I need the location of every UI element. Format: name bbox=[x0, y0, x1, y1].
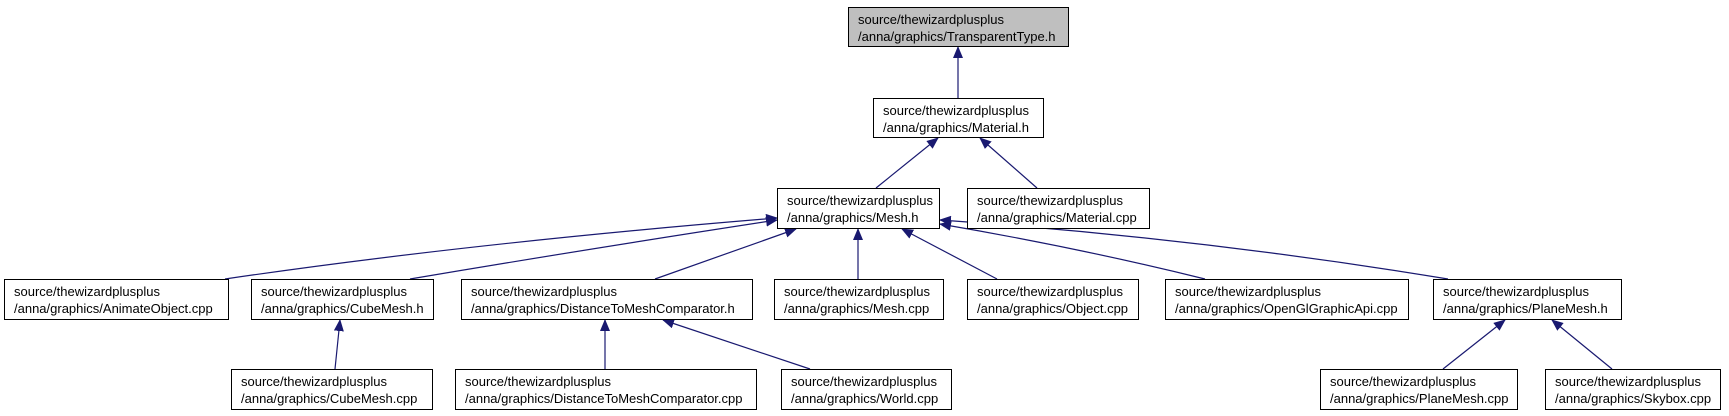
edge-cube-mesh-cpp-to-cube-mesh-h bbox=[333, 319, 344, 370]
edge-mesh-h-to-material-h bbox=[875, 137, 939, 189]
node-path-line: source/thewizardplusplus bbox=[1555, 374, 1701, 389]
node-path-line: /anna/graphics/Object.cpp bbox=[977, 301, 1129, 316]
edge-cube-mesh-h-to-mesh-h bbox=[409, 216, 778, 280]
node-distance-to-mesh-comparator-h[interactable]: source/thewizardplusplus /anna/graphics/… bbox=[461, 279, 753, 320]
node-path-line: source/thewizardplusplus bbox=[883, 103, 1029, 118]
node-path-line: /anna/graphics/CubeMesh.h bbox=[261, 301, 424, 316]
edge-distance-comparator-h-to-mesh-h bbox=[654, 227, 797, 280]
node-path-line: source/thewizardplusplus bbox=[791, 374, 937, 389]
node-path-line: /anna/graphics/World.cpp bbox=[791, 391, 939, 406]
node-path-line: source/thewizardplusplus bbox=[14, 284, 160, 299]
node-mesh-cpp[interactable]: source/thewizardplusplus /anna/graphics/… bbox=[774, 279, 944, 320]
node-plane-mesh-cpp[interactable]: source/thewizardplusplus /anna/graphics/… bbox=[1320, 369, 1518, 410]
node-cube-mesh-h[interactable]: source/thewizardplusplus /anna/graphics/… bbox=[251, 279, 434, 320]
node-object-cpp[interactable]: source/thewizardplusplus /anna/graphics/… bbox=[967, 279, 1139, 320]
node-plane-mesh-h[interactable]: source/thewizardplusplus /anna/graphics/… bbox=[1433, 279, 1622, 320]
node-world-cpp[interactable]: source/thewizardplusplus /anna/graphics/… bbox=[781, 369, 952, 410]
node-path-line: source/thewizardplusplus bbox=[784, 284, 930, 299]
node-opengl-graphic-api-cpp[interactable]: source/thewizardplusplus /anna/graphics/… bbox=[1165, 279, 1409, 320]
node-path-line: source/thewizardplusplus bbox=[261, 284, 407, 299]
node-path-line: /anna/graphics/OpenGlGraphicApi.cpp bbox=[1175, 301, 1398, 316]
node-cube-mesh-cpp[interactable]: source/thewizardplusplus /anna/graphics/… bbox=[231, 369, 433, 410]
node-material-h[interactable]: source/thewizardplusplus /anna/graphics/… bbox=[873, 98, 1044, 138]
node-path-line: source/thewizardplusplus bbox=[977, 193, 1123, 208]
node-path-line: /anna/graphics/Mesh.cpp bbox=[784, 301, 930, 316]
node-path-line: source/thewizardplusplus bbox=[787, 193, 933, 208]
node-material-cpp[interactable]: source/thewizardplusplus /anna/graphics/… bbox=[967, 188, 1150, 229]
node-path-line: /anna/graphics/PlaneMesh.cpp bbox=[1330, 391, 1509, 406]
edge-animate-object-to-mesh-h bbox=[224, 213, 778, 280]
node-path-line: /anna/graphics/Skybox.cpp bbox=[1555, 391, 1712, 406]
edge-material-cpp-to-material-h bbox=[979, 137, 1038, 189]
edge-opengl-api-to-mesh-h bbox=[939, 220, 1206, 280]
node-path-line: source/thewizardplusplus bbox=[1175, 284, 1321, 299]
node-path-line: /anna/graphics/TransparentType.h bbox=[858, 29, 1056, 44]
node-path-line: /anna/graphics/AnimateObject.cpp bbox=[14, 301, 213, 316]
edge-world-cpp-to-distance-comparator-h bbox=[662, 318, 811, 370]
node-distance-to-mesh-comparator-cpp[interactable]: source/thewizardplusplus /anna/graphics/… bbox=[455, 369, 757, 410]
edge-plane-mesh-cpp-to-plane-mesh-h bbox=[1442, 319, 1506, 370]
node-path-line: /anna/graphics/Mesh.h bbox=[787, 210, 919, 225]
node-path-line: source/thewizardplusplus bbox=[1330, 374, 1476, 389]
node-path-line: source/thewizardplusplus bbox=[1443, 284, 1589, 299]
node-transparent-type-h: source/thewizardplusplus /anna/graphics/… bbox=[848, 7, 1069, 47]
node-animate-object-cpp[interactable]: source/thewizardplusplus /anna/graphics/… bbox=[4, 279, 229, 320]
node-path-line: source/thewizardplusplus bbox=[858, 12, 1004, 27]
node-path-line: /anna/graphics/PlaneMesh.h bbox=[1443, 301, 1608, 316]
node-path-line: source/thewizardplusplus bbox=[471, 284, 617, 299]
node-path-line: source/thewizardplusplus bbox=[465, 374, 611, 389]
node-mesh-h[interactable]: source/thewizardplusplus /anna/graphics/… bbox=[777, 188, 940, 229]
node-path-line: /anna/graphics/Material.h bbox=[883, 120, 1029, 135]
edge-skybox-cpp-to-plane-mesh-h bbox=[1551, 319, 1613, 370]
node-path-line: source/thewizardplusplus bbox=[241, 374, 387, 389]
node-path-line: /anna/graphics/Material.cpp bbox=[977, 210, 1137, 225]
node-path-line: /anna/graphics/DistanceToMeshComparator.… bbox=[465, 391, 743, 406]
node-skybox-cpp[interactable]: source/thewizardplusplus /anna/graphics/… bbox=[1545, 369, 1721, 410]
node-path-line: /anna/graphics/DistanceToMeshComparator.… bbox=[471, 301, 735, 316]
node-path-line: source/thewizardplusplus bbox=[977, 284, 1123, 299]
edge-object-cpp-to-mesh-h bbox=[901, 228, 998, 280]
node-path-line: /anna/graphics/CubeMesh.cpp bbox=[241, 391, 418, 406]
